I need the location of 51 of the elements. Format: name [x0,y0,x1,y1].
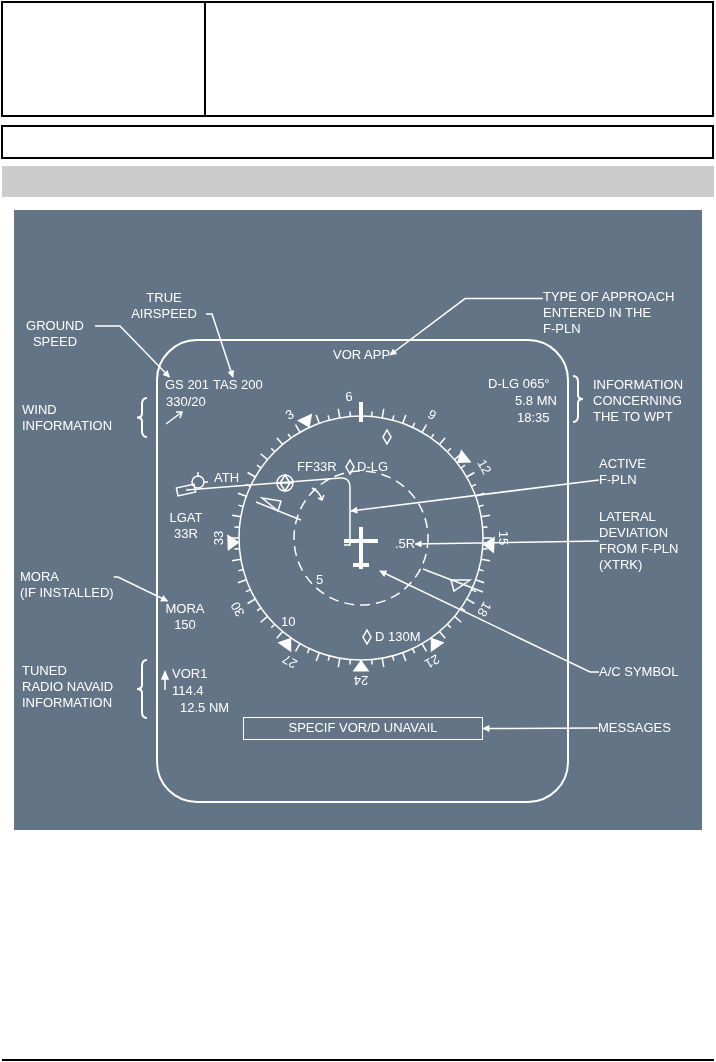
callout-text: TYPE OF APPROACH ENTERED IN THE F-PLN [543,289,675,337]
callout-text: A/C SYMBOL [599,664,679,680]
leader-line [414,540,600,548]
callout-text: TUNED RADIO NAVAID INFORMATION [22,663,114,711]
scale-number: 30 [227,598,249,620]
message-box [243,717,483,740]
navaid-name: ATH [214,470,240,486]
callout-text: MESSAGES [598,720,671,736]
runway-name: LGAT 33R [168,510,204,542]
distance-readout: 5.8 MN [515,393,557,409]
mora-readout: MORA 150 [163,601,207,633]
navaid-readout: VOR1 [172,666,208,682]
leader-line [482,724,599,732]
scale-number: 27 [279,650,301,672]
ground-speed-readout: GS 201 [165,377,210,393]
waypoint-readout: D-LG 065° [488,376,550,392]
true-airspeed-readout: TAS 200 [213,377,263,393]
callout-text: LATERAL DEVIATION FROM F-PLN (XTRK) [599,509,679,573]
leader-line [205,313,235,378]
scale-number: 21 [421,650,443,672]
callout-text: INFORMATION CONCERNING THE TO WPT [593,377,684,425]
time-readout: 18:35 [517,410,550,426]
scale-number: 33 [211,530,227,546]
callout-text: WIND INFORMATION [22,402,113,434]
approach-readout: VOR APP [333,347,391,363]
leader-line [389,297,544,356]
callout-text: TRUE AIRSPEED [122,290,206,322]
callout-text: GROUND SPEED [15,318,95,350]
message-text: SPECIF VOR/D UNAVAIL [288,720,438,735]
callout-text: MORA (IF INSTALLED) [20,569,114,601]
waypoint-name: FF33R [297,459,337,475]
waypoint-name: D-LG [357,459,389,475]
leader-line [350,479,600,514]
wind-readout: 330/20 [166,394,206,410]
scale-number: 6 [344,388,353,405]
scale-number: 24 [353,672,369,688]
leader-line [379,570,600,673]
aircraft-symbol [342,525,380,571]
scale-number: 9 [424,406,440,424]
distance-readout: 12.5 NM [180,700,230,716]
station-readout: D 130M [375,629,421,645]
frequency-readout: 114.4 [172,683,204,699]
deviation-readout: .5R [395,536,416,552]
callout-text: ACTIVE F-PLN [599,456,646,488]
leader-line [94,325,171,378]
scale-number: 3 [282,406,298,424]
leader-line [112,576,169,602]
range-number: 10 [281,614,296,630]
scale-number: 12 [473,456,495,478]
range-number: 5 [316,572,324,588]
scale-number: 18 [473,598,495,620]
